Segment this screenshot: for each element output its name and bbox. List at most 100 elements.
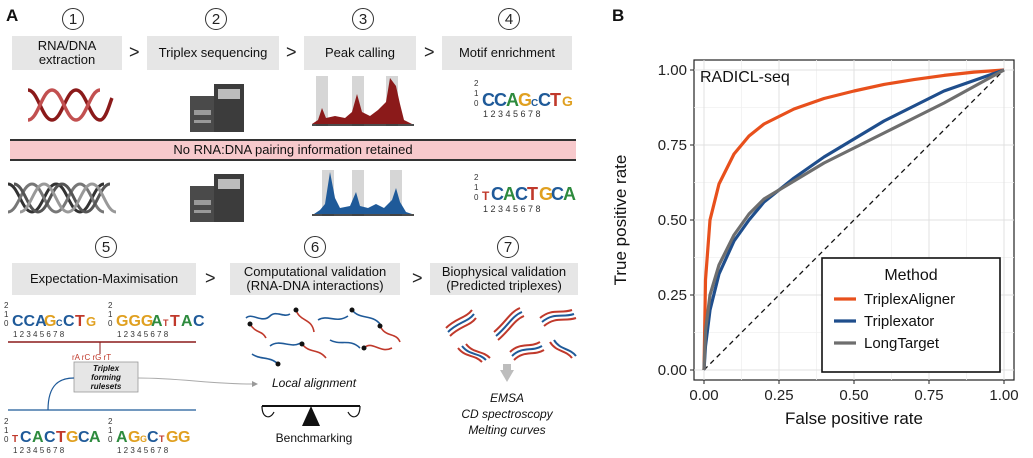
assay-cd: CD spectroscopy	[461, 407, 553, 421]
step-box-em: Expectation-Maximisation	[12, 263, 196, 295]
em-motif-bottom-right: 2 1 0 A G G C T G G 1 2 3 4 5 6 7 8	[108, 417, 190, 455]
svg-text:C: C	[515, 184, 528, 204]
step-box-motif-enrichment: Motif enrichment	[442, 36, 572, 70]
y-tick-label: 1.00	[658, 62, 687, 79]
step-box-biophysical-validation: Biophysical validation (Predicted triple…	[430, 263, 578, 295]
legend-entry: TriplexAligner	[864, 291, 955, 308]
svg-text:C: C	[531, 98, 538, 109]
step-box-peak-calling: Peak calling	[304, 36, 416, 70]
svg-text:T: T	[482, 189, 490, 203]
step-box-sequencing: Triplex sequencing	[147, 36, 279, 70]
peak-plot-blue-icon	[312, 170, 414, 216]
svg-text:C: C	[63, 313, 75, 330]
step-number-2: 2	[205, 8, 227, 30]
svg-text:T: T	[75, 313, 85, 330]
em-motif-top-left: 2 1 0 CCA G C C T G 1 2 3 4 5 6 7 8	[4, 301, 96, 339]
no-pairing-banner: No RNA:DNA pairing information retained	[10, 139, 576, 161]
svg-text:1 2 3 4 5 6 7 8: 1 2 3 4 5 6 7 8	[117, 446, 169, 455]
svg-text:Triplex: Triplex	[93, 364, 120, 373]
svg-text:C: C	[482, 90, 495, 110]
svg-text:C: C	[20, 429, 32, 446]
svg-text:2: 2	[108, 301, 113, 310]
panel-a-label: A	[6, 6, 19, 25]
row1-icons: 2 1 0 C C A G C C T G 1 2 3 4 5 6 7 8	[27, 76, 573, 132]
x-tick-label: 0.25	[764, 387, 793, 404]
svg-text:1: 1	[474, 89, 479, 98]
svg-text:1 2 3 4 5 6 7 8: 1 2 3 4 5 6 7 8	[483, 204, 541, 214]
legend: Method TriplexAlignerTriplexatorLongTarg…	[821, 257, 1001, 373]
svg-text:T: T	[56, 429, 66, 446]
step-number-4: 4	[498, 8, 520, 30]
svg-text:C: C	[193, 313, 205, 330]
svg-text:1: 1	[4, 426, 9, 435]
chevron-1: >	[129, 42, 140, 62]
duplex-red-icon	[27, 88, 114, 122]
svg-text:T: T	[163, 318, 169, 328]
svg-text:C: C	[147, 429, 159, 446]
series-line-triplexaligner	[702, 68, 1005, 371]
motif-logo-icon: 2 1 0 C C A G C C T G 1 2 3 4 5 6 7 8	[474, 79, 573, 119]
svg-text:G: G	[140, 434, 147, 444]
svg-text:A: A	[151, 313, 163, 330]
svg-text:C: C	[56, 318, 63, 328]
x-axis-label: False positive rate	[785, 409, 923, 428]
x-tick-label: 0.50	[839, 387, 868, 404]
svg-text:2: 2	[474, 79, 479, 88]
step-number-7: 7	[497, 236, 519, 258]
svg-text:rulesets: rulesets	[91, 382, 122, 391]
step-number-1: 1	[62, 8, 84, 30]
svg-text:1 2 3 4 5 6 7 8: 1 2 3 4 5 6 7 8	[13, 446, 65, 455]
svg-text:0: 0	[4, 319, 9, 328]
svg-text:G: G	[539, 184, 553, 204]
row2-icons: 2 1 0 T C A C T G C A 1 2 3 4 5 6 7 8	[7, 170, 576, 222]
svg-text:A: A	[89, 429, 101, 446]
step-box-extraction: RNA/DNA extraction	[12, 36, 122, 70]
svg-text:G: G	[178, 429, 190, 446]
interaction-dots	[247, 307, 383, 367]
legend-box	[821, 257, 1001, 373]
chevron-5: >	[412, 268, 423, 288]
chevron-2: >	[286, 42, 297, 62]
svg-text:1: 1	[4, 310, 9, 319]
row3-content: 2 1 0 CCA G C C T G 1 2 3 4 5 6 7 8 2 1 …	[4, 301, 577, 455]
chevron-4: >	[205, 268, 216, 288]
svg-text:CCA: CCA	[12, 313, 47, 330]
y-tick-label: 0.25	[658, 287, 687, 304]
svg-text:G: G	[128, 429, 140, 446]
svg-text:T: T	[527, 184, 538, 204]
svg-text:2: 2	[4, 301, 9, 310]
x-tick-label: 0.75	[914, 387, 943, 404]
svg-text:G: G	[166, 429, 178, 446]
svg-text:forming: forming	[91, 373, 121, 382]
svg-text:GGG: GGG	[116, 313, 153, 330]
step-number-3: 3	[352, 8, 374, 30]
chart-annotation: RADICL-seq	[700, 69, 790, 86]
svg-text:A: A	[32, 429, 44, 446]
svg-text:0: 0	[4, 435, 9, 444]
svg-text:0: 0	[474, 99, 479, 108]
svg-text:1 2 3 4 5 6 7 8: 1 2 3 4 5 6 7 8	[117, 330, 169, 339]
legend-entry: Triplexator	[864, 313, 934, 330]
motif-logo-mid-icon: 2 1 0 T C A C T G C A 1 2 3 4 5 6 7 8	[474, 173, 576, 214]
svg-text:C: C	[491, 184, 504, 204]
svg-text:G: G	[86, 314, 96, 329]
sequencer-icon-2	[190, 174, 244, 222]
series-line-longtarget	[702, 68, 1005, 371]
svg-text:G: G	[44, 313, 56, 330]
svg-text:G: G	[66, 429, 78, 446]
benchmark-scale-icon	[261, 405, 361, 426]
svg-text:A: A	[563, 184, 576, 204]
svg-text:T: T	[170, 313, 180, 330]
duplex-multi-icon	[7, 182, 117, 214]
x-tick-label: 1.00	[989, 387, 1018, 404]
em-motif-bottom-left: 2 1 0 T C A C T G C A 1 2 3 4 5 6 7 8	[4, 417, 101, 455]
svg-text:1 2 3 4 5 6 7 8: 1 2 3 4 5 6 7 8	[13, 330, 65, 339]
local-alignment-label: Local alignment	[272, 376, 357, 390]
y-tick-label: 0.75	[658, 137, 687, 154]
svg-text:A: A	[116, 429, 128, 446]
svg-text:C: C	[494, 90, 507, 110]
peak-plot-red-icon	[312, 76, 414, 126]
benchmarking-label: Benchmarking	[276, 431, 353, 445]
panel-b-label: B	[612, 6, 625, 25]
